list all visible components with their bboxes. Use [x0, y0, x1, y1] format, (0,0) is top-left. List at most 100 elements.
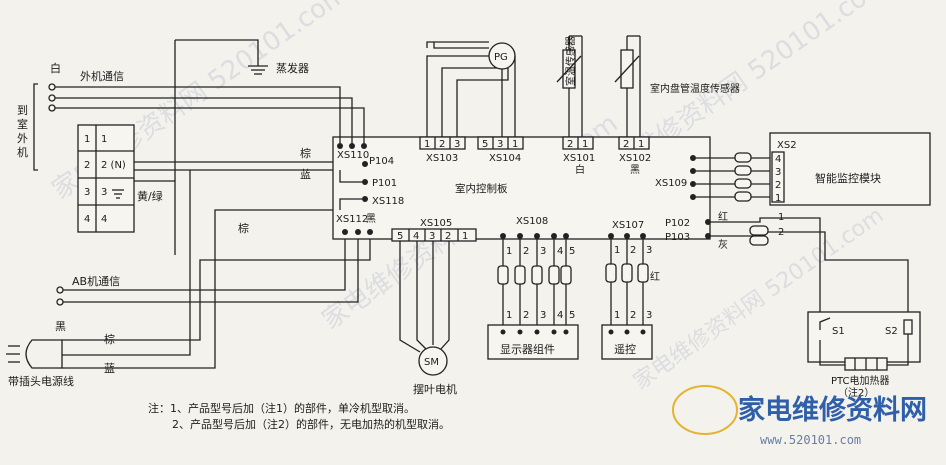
svg-text:显示器组件: 显示器组件 [500, 342, 555, 356]
svg-text:1: 1 [778, 212, 784, 223]
svg-text:3: 3 [540, 246, 546, 257]
power-brown [62, 238, 371, 341]
label-ab-comm: AB机通信 [72, 274, 120, 288]
note-2: 2、产品型号后加（注2）的部件，无电加热的机型取消。 [172, 417, 450, 431]
svg-text:SM: SM [424, 357, 439, 368]
pg-motor-icon: PG [426, 41, 516, 137]
label-to-outdoor-1: 到 [17, 104, 28, 117]
xs102-connector: 2 1 XS102 黑 [618, 136, 651, 176]
svg-text:3: 3 [454, 139, 460, 150]
svg-text:XS109: XS109 [655, 178, 687, 189]
label-board: 室内控制板 [455, 182, 508, 195]
svg-text:XS108: XS108 [516, 216, 548, 227]
svg-text:PTC电加热器: PTC电加热器 [831, 374, 890, 387]
svg-text:4: 4 [84, 214, 90, 225]
display-assembly: 显示器组件 [487, 324, 579, 360]
label-to-outdoor-2: 室 [17, 117, 28, 131]
svg-text:黑: 黑 [366, 213, 376, 225]
svg-text:棕: 棕 [104, 332, 115, 346]
svg-text:XS107: XS107 [612, 220, 644, 231]
svg-text:1: 1 [84, 134, 90, 145]
svg-text:灰: 灰 [718, 238, 728, 251]
svg-text:智能监控模块: 智能监控模块 [815, 171, 881, 185]
xs112-connector: XS112 黑 [336, 213, 376, 235]
svg-text:5: 5 [482, 139, 488, 150]
svg-text:红: 红 [650, 270, 660, 283]
label-yellow-green: 黄/绿 [137, 189, 163, 203]
indoor-control-board [332, 136, 711, 240]
svg-text:2: 2 [623, 139, 629, 150]
room-temp-sensor: 室温传感器 [556, 35, 583, 137]
svg-text:S2: S2 [885, 326, 898, 337]
svg-text:XS103: XS103 [426, 153, 458, 164]
svg-text:3: 3 [429, 231, 435, 242]
svg-text:白: 白 [575, 163, 585, 176]
svg-text:3: 3 [646, 310, 652, 321]
svg-text:XS110: XS110 [337, 150, 369, 161]
svg-text:2: 2 [778, 227, 784, 238]
svg-text:2: 2 [630, 245, 636, 256]
xs109-connector: XS109 [655, 152, 775, 202]
svg-text:室温传感器: 室温传感器 [564, 36, 577, 86]
svg-text:黑: 黑 [630, 164, 640, 176]
xs104-connector: 5 3 1 XS104 [477, 136, 524, 164]
svg-text:5: 5 [397, 231, 403, 242]
label-white-top: 白 [50, 61, 61, 75]
svg-text:5: 5 [569, 310, 575, 321]
outdoor-comm-lines [48, 83, 365, 137]
remote-control-receiver: 遥控 [601, 324, 653, 360]
svg-text:2: 2 [445, 231, 451, 242]
svg-text:1: 1 [101, 134, 107, 145]
svg-text:P103: P103 [665, 232, 690, 243]
svg-text:2: 2 [775, 180, 781, 191]
svg-text:4: 4 [101, 214, 107, 225]
svg-text:P104: P104 [369, 156, 394, 167]
swing-motor-icon: SM 摆叶电机 [413, 346, 457, 396]
label-outdoor-comm: 外机通信 [80, 69, 124, 83]
svg-text:XS102: XS102 [619, 153, 651, 164]
label-plug-cord: 带插头电源线 [8, 374, 74, 388]
svg-text:2: 2 [630, 310, 636, 321]
label-evaporator: 蒸发器 [276, 61, 309, 75]
svg-text:P102: P102 [665, 218, 690, 229]
svg-text:摆叶电机: 摆叶电机 [413, 382, 457, 396]
svg-text:2: 2 [439, 139, 445, 150]
svg-text:2: 2 [84, 160, 90, 171]
svg-text:1: 1 [614, 245, 620, 256]
xs101-connector: 2 1 XS101 白 [562, 136, 595, 176]
svg-text:3: 3 [84, 187, 90, 198]
svg-text:红: 红 [718, 210, 728, 223]
svg-text:P101: P101 [372, 178, 397, 189]
svg-text:2: 2 [567, 139, 573, 150]
outdoor-bracket [33, 83, 38, 171]
svg-text:4: 4 [557, 246, 563, 257]
svg-text:1: 1 [506, 310, 512, 321]
svg-text:PG: PG [494, 52, 508, 63]
svg-text:1: 1 [775, 193, 781, 204]
coil-temp-sensor: 室内盘管温度传感器 [614, 35, 740, 137]
power-plug-icon [6, 339, 63, 369]
smart-monitor-module: XS2 4 3 2 1 智能监控模块 [769, 132, 931, 206]
note-1: 注：1、产品型号后加（注1）的部件，单冷机型取消。 [148, 401, 415, 415]
svg-text:www.520101.com: www.520101.com [760, 433, 861, 447]
svg-text:1: 1 [424, 139, 430, 150]
svg-text:黑: 黑 [55, 320, 66, 333]
svg-text:2: 2 [523, 246, 529, 257]
brand-logo: 家电维修资料网 www.520101.com [672, 385, 927, 447]
svg-text:3: 3 [540, 310, 546, 321]
svg-text:（注2）: （注2） [838, 386, 874, 399]
svg-text:4: 4 [775, 154, 781, 165]
xs105-connector: XS105 5 4 3 2 1 [391, 218, 477, 353]
svg-text:3: 3 [101, 187, 107, 198]
svg-text:1: 1 [582, 139, 588, 150]
svg-text:棕: 棕 [300, 146, 311, 160]
xs108-wires: 1 2 3 4 5 1 2 3 4 5 [497, 236, 575, 328]
svg-text:蓝: 蓝 [300, 168, 311, 181]
wire-brown [134, 161, 361, 164]
svg-text:3: 3 [646, 245, 652, 256]
svg-text:S1: S1 [832, 326, 845, 337]
xs103-connector: 1 2 3 XS103 [419, 136, 466, 164]
svg-text:家电维修资料网: 家电维修资料网 [738, 394, 927, 426]
evaporator-wire [175, 39, 259, 66]
